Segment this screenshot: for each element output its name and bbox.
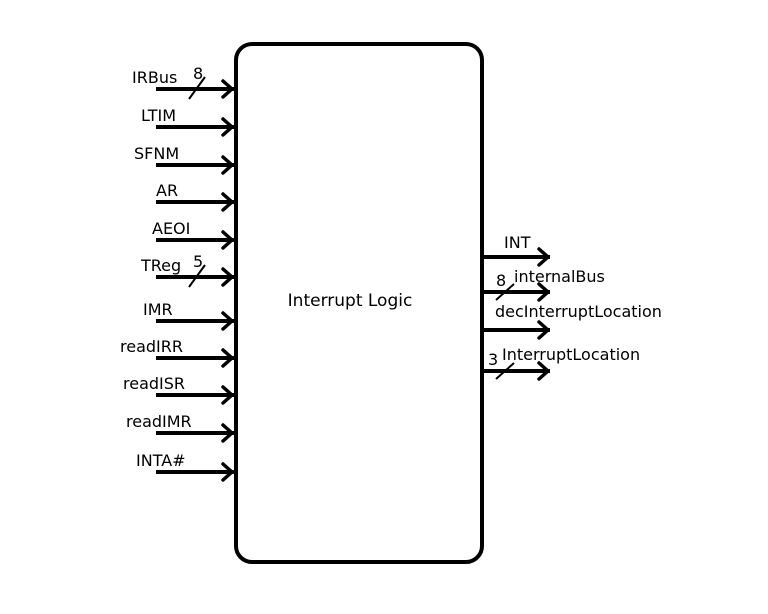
input-label: IMR [143, 300, 173, 319]
bus-width-label: 8 [496, 271, 506, 290]
input-label: readISR [123, 374, 185, 393]
input-label: SFNM [134, 144, 179, 163]
output-label: INT [504, 233, 531, 252]
input-inta: INTA# [136, 451, 234, 482]
arrowhead-icon [537, 361, 550, 381]
arrowhead-icon [221, 267, 234, 287]
input-label: TReg [140, 256, 181, 275]
interrupt-logic-block [234, 42, 484, 564]
output-int: INT [482, 233, 550, 267]
bus-width-label: 3 [488, 350, 498, 369]
input-ar: AR [156, 181, 234, 212]
bus-slash-icon [495, 362, 515, 380]
output-label: InterruptLocation [502, 345, 640, 364]
input-imr: IMR [143, 300, 234, 331]
arrowhead-icon [221, 230, 234, 250]
input-label: AEOI [152, 219, 190, 238]
input-readirr: readIRR [120, 337, 234, 368]
input-sfnm: SFNM [134, 144, 234, 175]
output-label: internalBus [514, 267, 605, 286]
bus-width-label: 8 [193, 64, 203, 83]
arrowhead-icon [221, 423, 234, 443]
output-signals: INT internalBus 8 decInterruptLocationInter… [482, 233, 662, 381]
bus-slash-icon [188, 264, 206, 288]
arrowhead-icon [537, 247, 550, 267]
input-label: readIRR [120, 337, 183, 356]
input-readisr: readISR [123, 374, 234, 405]
input-label: readIMR [126, 412, 192, 431]
output-label: decInterruptLocation [495, 302, 662, 321]
input-label: INTA# [136, 451, 186, 470]
output-decinterruptlocation: decInterruptLocation [482, 302, 662, 340]
block-title: Interrupt Logic [288, 291, 413, 311]
arrowhead-icon [221, 385, 234, 405]
input-ltim: LTIM [141, 106, 234, 137]
input-label: LTIM [141, 106, 176, 125]
arrowhead-icon [221, 155, 234, 175]
output-internalbus: internalBus 8 [482, 267, 605, 302]
arrowhead-icon [537, 282, 550, 302]
arrowhead-icon [221, 79, 234, 99]
arrowhead-icon [221, 311, 234, 331]
input-aeoi: AEOI [152, 219, 234, 250]
input-treg: TReg 5 [140, 252, 234, 288]
bus-slash-icon [495, 283, 515, 301]
input-readimr: readIMR [126, 412, 234, 443]
arrowhead-icon [221, 117, 234, 137]
arrowhead-icon [221, 192, 234, 212]
input-label: IRBus [132, 68, 177, 87]
bus-width-label: 5 [193, 252, 203, 271]
arrowhead-icon [221, 348, 234, 368]
arrowhead-icon [221, 462, 234, 482]
bus-slash-icon [188, 76, 206, 100]
input-irbus: IRBus 8 [132, 64, 234, 100]
input-label: AR [156, 181, 178, 200]
arrowhead-icon [537, 320, 550, 340]
